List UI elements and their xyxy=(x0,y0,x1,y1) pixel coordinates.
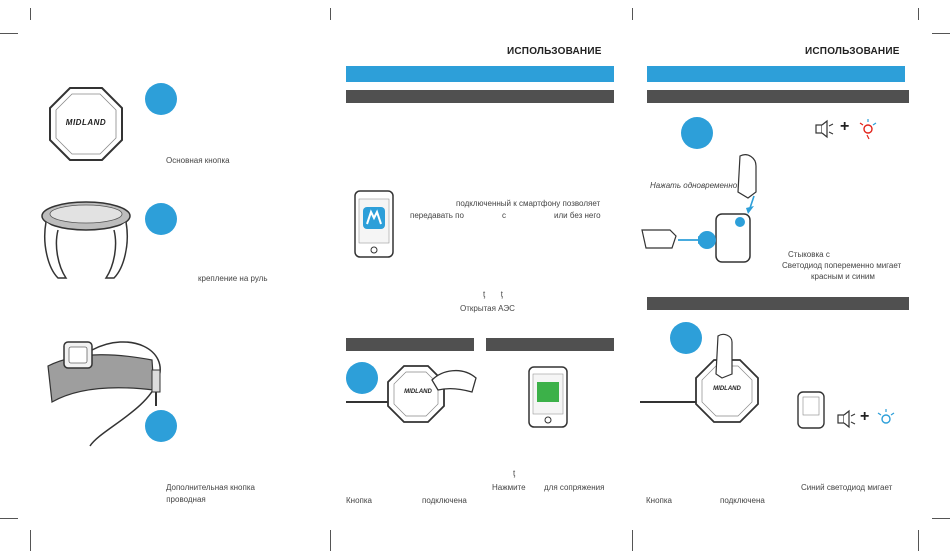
crop-mark xyxy=(932,518,950,519)
crop-mark xyxy=(918,530,919,551)
crop-mark xyxy=(0,33,18,34)
section-heading: ИСПОЛЬЗОВАНИЕ xyxy=(507,46,602,57)
extra-button-caption-2: проводная xyxy=(164,495,206,504)
smartphone-app-illustration xyxy=(354,190,394,258)
smartphone-green-illustration xyxy=(528,366,568,428)
led-alternate-line-1: Светодиод попеременно мигает xyxy=(782,261,902,270)
speaker-icon-2 xyxy=(837,409,856,429)
step-circle xyxy=(145,203,177,235)
button-label: Кнопка xyxy=(346,496,372,505)
section-bar-dark xyxy=(346,90,614,103)
blue-led-label: Синий светодиод мигает xyxy=(801,483,893,492)
press-wired-button-illustration xyxy=(640,333,759,423)
subsection-bar-right xyxy=(486,338,614,351)
button-label-right: Кнопка xyxy=(646,496,672,505)
plus-icon: + xyxy=(840,118,850,135)
crop-mark xyxy=(0,518,18,519)
connected-label-right: подключена xyxy=(720,496,765,505)
wired-button-illustration xyxy=(47,341,161,447)
special-marks: ţ ţ xyxy=(483,290,504,299)
main-button-illustration xyxy=(49,87,123,161)
crop-mark xyxy=(30,8,31,20)
led-red-blue-icon xyxy=(859,119,877,140)
extra-button-caption: Дополнительная кнопка xyxy=(166,483,255,492)
pair-label: для сопряжения xyxy=(544,483,605,492)
step-circle xyxy=(145,83,177,115)
handlebar-caption: крепление на руль xyxy=(198,274,268,283)
crop-mark xyxy=(632,8,633,20)
connected-label: подключена xyxy=(422,496,467,505)
midland-logo: MIDLAND xyxy=(65,118,107,127)
crop-mark xyxy=(932,33,950,34)
plus-icon-2: + xyxy=(860,408,870,425)
app-description-line-2a: передавать по xyxy=(410,211,464,220)
crop-mark xyxy=(330,8,331,20)
midland-logo-small: MIDLAND xyxy=(404,389,432,395)
docking-label: Стыковка с xyxy=(788,250,830,259)
press-label: Нажмите xyxy=(492,483,526,492)
crop-mark xyxy=(632,530,633,551)
press-simultaneously-label: Нажать одновременно xyxy=(650,181,738,190)
handlebar-mount-illustration xyxy=(41,201,131,279)
main-button-caption: Основная кнопка xyxy=(166,156,230,165)
crop-mark xyxy=(330,530,331,551)
crop-mark xyxy=(30,530,31,551)
step-circle xyxy=(145,410,177,442)
open-aes-label: Открытая АЭС xyxy=(460,304,515,313)
subsection-bar-left xyxy=(346,338,474,351)
crop-mark xyxy=(918,8,919,20)
section-bar-blue-right xyxy=(647,66,905,82)
press-simultaneously-illustration xyxy=(641,154,757,263)
midland-logo-right: MIDLAND xyxy=(713,386,741,392)
app-description-line-1: подключенный к смартфону позволяет xyxy=(456,199,601,208)
step-circle xyxy=(681,117,713,149)
led-blue-icon xyxy=(877,409,895,424)
pair-mark: ţ xyxy=(513,469,516,478)
remote-unit-illustration xyxy=(797,391,825,429)
section-bar-blue xyxy=(346,66,614,82)
section-heading-right: ИСПОЛЬЗОВАНИЕ xyxy=(805,46,900,57)
app-description-line-2b: с xyxy=(502,211,506,220)
press-main-button-illustration xyxy=(346,365,477,423)
speaker-icon xyxy=(815,119,834,139)
step-circle xyxy=(346,362,378,394)
led-alternate-line-2: красным и синим xyxy=(811,272,875,281)
subsection-bar-right-panel xyxy=(647,297,909,310)
app-description-line-2c: или без него xyxy=(554,211,601,220)
section-bar-dark-right xyxy=(647,90,909,103)
step-circle xyxy=(670,322,702,354)
